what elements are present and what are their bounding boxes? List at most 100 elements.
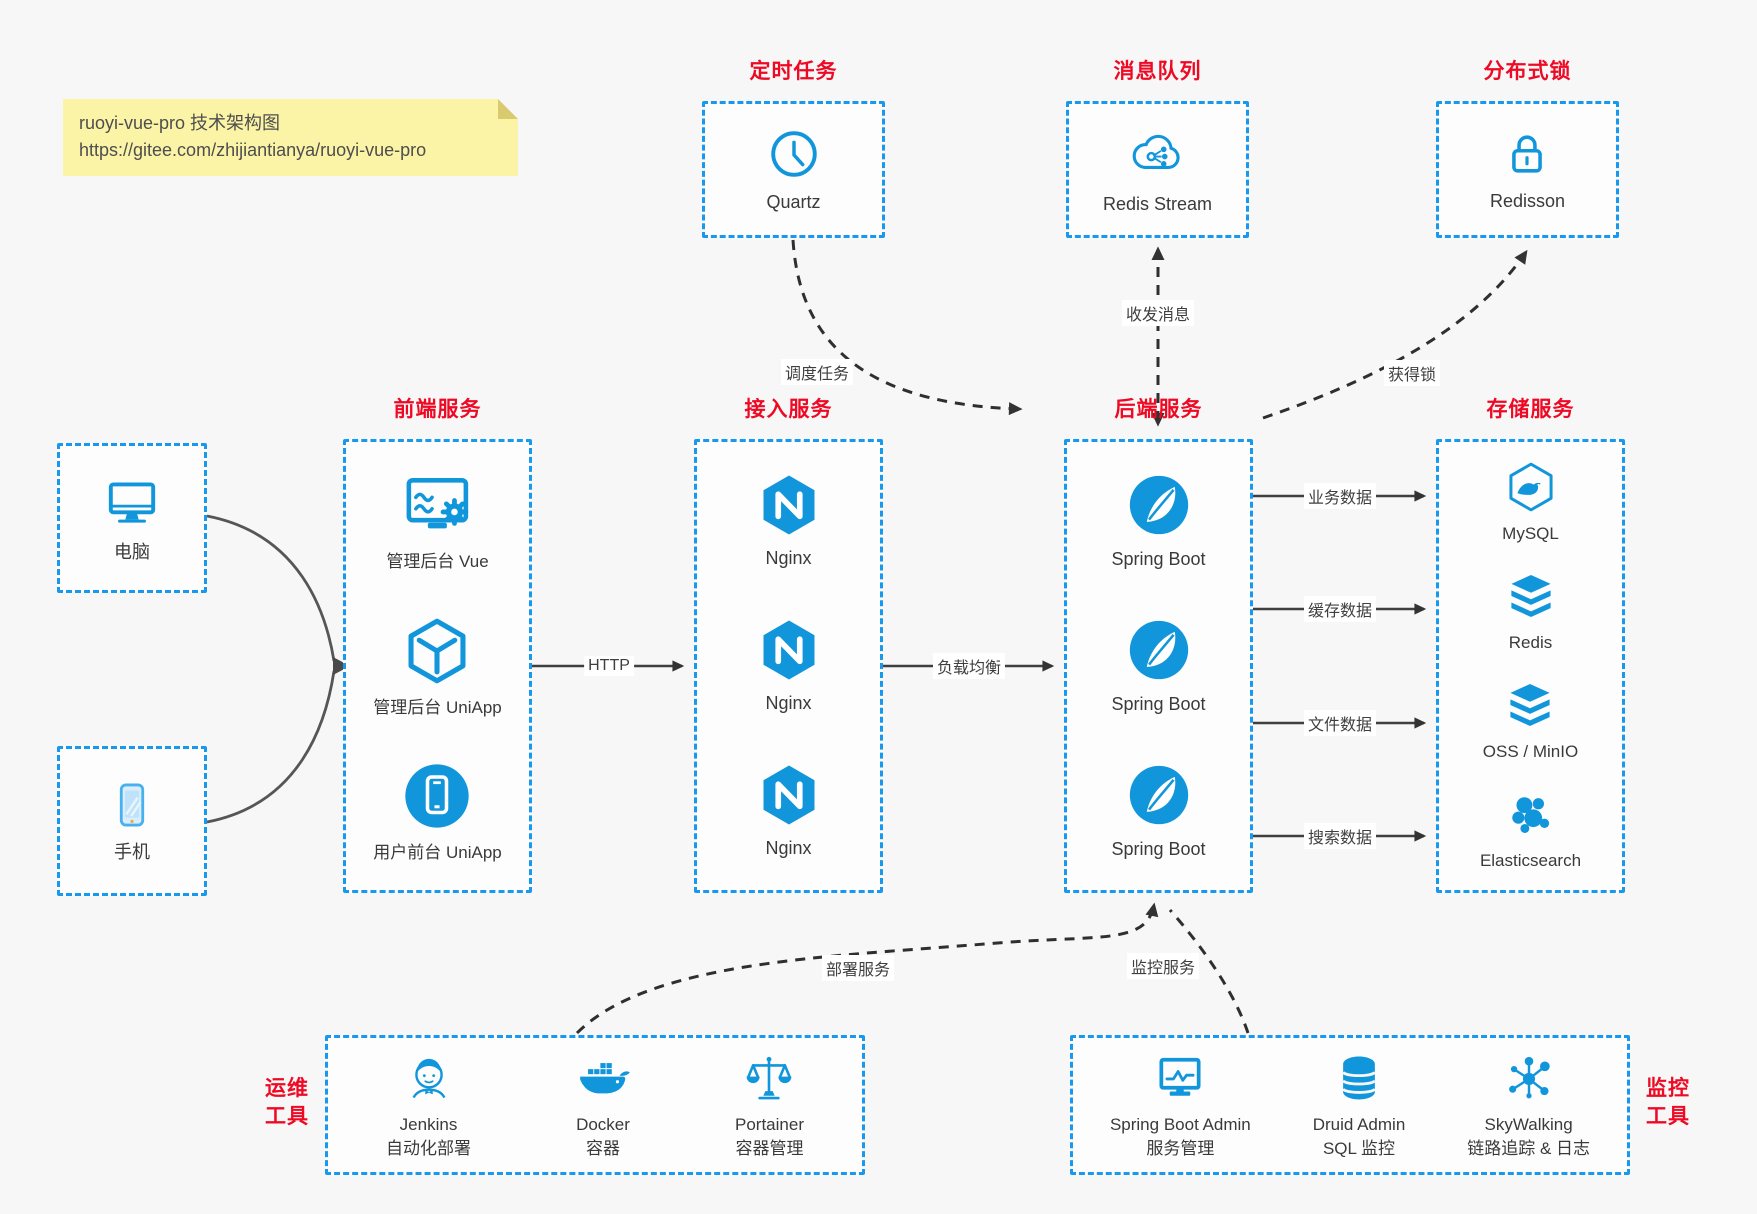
note-title: ruoyi-vue-pro 技术架构图: [79, 113, 281, 133]
node-label: Nginx: [765, 838, 812, 859]
druid-icon: [1331, 1050, 1387, 1106]
node-label: Elasticsearch: [1479, 851, 1582, 871]
group-title-gateway: 接入服务: [744, 398, 833, 421]
phone-icon: [104, 777, 160, 833]
nginx-icon: [755, 761, 823, 829]
group-title-lock: 分布式锁: [1483, 60, 1572, 83]
group-lock: Redisson: [1436, 101, 1619, 238]
edge-label-http: HTTP: [584, 656, 634, 676]
nginx-icon: [755, 616, 823, 684]
node-label: 电脑: [114, 542, 150, 563]
edge-label-search-data: 搜索数据: [1303, 823, 1377, 849]
client-curves: [206, 514, 336, 824]
node-mysql: MySQL: [1502, 459, 1559, 545]
group-title-backend: 后端服务: [1114, 398, 1203, 421]
node--: 电脑: [101, 471, 163, 565]
nginx-icon: [755, 471, 823, 539]
mysql-icon: [1503, 459, 1559, 515]
clock-icon: [765, 125, 823, 183]
group-title-monitor: 监控工具: [1646, 1077, 1690, 1129]
edge-label-load-balance: 负载均衡: [932, 653, 1006, 679]
node-label: Redisson: [1489, 190, 1566, 211]
desktop-icon: [101, 471, 163, 533]
node-sublabel: 自动化部署: [386, 1138, 471, 1158]
app-circle-icon: [399, 758, 475, 834]
sticky-note: ruoyi-vue-pro 技术架构图 https://gitee.com/zh…: [63, 99, 518, 176]
edge-label-monitoring: 监控服务: [1126, 953, 1200, 979]
node-sublabel: 服务管理: [1146, 1138, 1215, 1158]
portainer-icon: [741, 1050, 797, 1106]
client-arrowhead: [333, 657, 350, 675]
node-label: 管理后台 Vue: [386, 552, 489, 572]
edge-schedule: [791, 239, 1023, 416]
node-label: Spring Boot: [1111, 694, 1206, 715]
edge-label-message: 收发消息: [1121, 300, 1195, 326]
edge-deploy: [575, 902, 1159, 1035]
group-title-mq: 消息队列: [1113, 60, 1202, 83]
node-spring-boot: Spring Boot: [1111, 760, 1206, 862]
edge-label-file-data: 文件数据: [1303, 710, 1377, 736]
group-title-ops: 运维工具: [265, 1077, 309, 1129]
node--uniapp: 管理后台 UniApp: [373, 613, 502, 719]
edge-label-deploy: 部署服务: [821, 955, 895, 981]
group-mobile: 手机: [57, 746, 207, 896]
node--uniapp: 用户前台 UniApp: [373, 758, 502, 864]
node-label: Redis: [1508, 633, 1553, 653]
uniapp-cube-icon: [399, 613, 475, 689]
edge-monitoring: [1168, 909, 1250, 1034]
node-label: Nginx: [765, 547, 812, 568]
node-nginx: Nginx: [755, 471, 823, 571]
node-sublabel: 容器管理: [735, 1138, 804, 1158]
edge-label-schedule: 调度任务: [780, 359, 854, 385]
node-label: OSS / MinIO: [1482, 742, 1579, 762]
node-spring-boot: Spring Boot: [1111, 615, 1206, 717]
node-label: MySQL: [1502, 524, 1559, 544]
springboot-admin-icon: [1152, 1050, 1208, 1106]
node-nginx: Nginx: [755, 761, 823, 861]
node-label: Spring Boot: [1111, 839, 1206, 860]
node-sublabel: 链路追踪 & 日志: [1467, 1138, 1591, 1158]
springboot-icon: [1124, 615, 1194, 685]
jenkins-icon: [401, 1050, 457, 1106]
group-title-storage: 存储服务: [1486, 398, 1575, 421]
node-elasticsearch: Elasticsearch: [1480, 786, 1581, 872]
node--vue: 管理后台 Vue: [386, 467, 489, 573]
node-label: 管理后台 UniApp: [373, 697, 502, 717]
node-label: Redis Stream: [1102, 193, 1213, 214]
group-quartz: Quartz: [702, 101, 885, 238]
cloud-stream-icon: [1126, 123, 1188, 185]
edge-label-acquire-lock: 获得锁: [1383, 360, 1441, 386]
node-oss-minio: OSS / MinIO: [1483, 677, 1578, 763]
node-label: Nginx: [765, 693, 812, 714]
note-url: https://gitee.com/zhijiantianya/ruoyi-vu…: [79, 140, 427, 160]
springboot-icon: [1124, 470, 1194, 540]
node-redis-stream: Redis Stream: [1103, 123, 1212, 217]
springboot-icon: [1124, 760, 1194, 830]
node--: 手机: [104, 777, 160, 865]
group-title-frontend: 前端服务: [393, 398, 482, 421]
elasticsearch-icon: [1502, 786, 1558, 842]
layers-icon: [1502, 677, 1558, 733]
admin-vue-icon: [400, 467, 476, 543]
node-redis: Redis: [1503, 568, 1559, 654]
node-sublabel: SQL 监控: [1322, 1138, 1396, 1158]
node-label: 用户前台 UniApp: [373, 843, 502, 863]
group-mq: Redis Stream: [1066, 101, 1249, 238]
layers-icon: [1503, 568, 1559, 624]
lock-icon: [1499, 126, 1555, 182]
node-label: Quartz: [766, 191, 821, 212]
